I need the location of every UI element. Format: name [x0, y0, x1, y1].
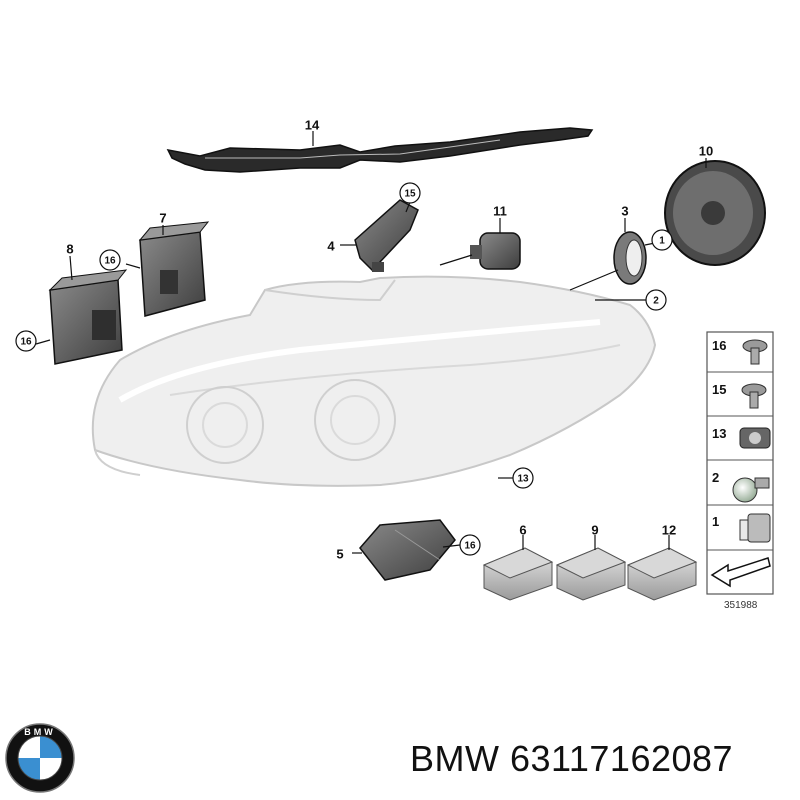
part-6-kit-box — [482, 535, 554, 601]
callout-6: 6 — [519, 523, 526, 538]
callout-16b-circle — [15, 330, 37, 352]
part-8-control-unit — [35, 255, 128, 365]
callout-10: 10 — [699, 144, 713, 159]
part-10-cover-cap — [664, 158, 766, 266]
callout-9: 9 — [591, 523, 598, 538]
callout-11: 11 — [493, 204, 507, 219]
part-12-kit-box — [626, 535, 698, 601]
callout-5: 5 — [336, 547, 343, 562]
socket-13-icon — [739, 427, 771, 449]
callout-1: 1 — [659, 236, 665, 247]
callout-16b: 16 — [20, 337, 32, 348]
headlight-housing — [91, 275, 657, 487]
callout-13: 13 — [517, 474, 529, 485]
reference-number: 351988 — [724, 600, 758, 611]
legend-panel: 16 15 13 2 1 — [706, 331, 774, 595]
part-5-led-module — [352, 519, 461, 581]
callout-4: 4 — [327, 239, 335, 254]
callout-15: 15 — [404, 189, 416, 200]
callout-13-circle — [512, 467, 534, 489]
part-number-caption: BMW 63117162087 — [410, 738, 734, 779]
part-11-adjuster-motor — [439, 218, 521, 270]
part-9-kit-box — [555, 535, 627, 601]
callout-8: 8 — [66, 242, 73, 257]
legend-label-16: 16 — [712, 338, 726, 353]
bulb-2-icon — [732, 477, 770, 503]
callout-1-circle — [651, 229, 673, 251]
legend-label-2: 2 — [712, 470, 719, 485]
arrow-icon — [710, 557, 771, 588]
callout-16c-circle — [459, 534, 481, 556]
part-7-control-unit — [125, 221, 210, 317]
legend-label-13: 13 — [712, 426, 726, 441]
callout-2-circle — [645, 289, 667, 311]
callout-16a-circle — [99, 249, 121, 271]
part-3-retaining-ring — [569, 218, 656, 291]
screw-15-icon — [741, 383, 767, 409]
part-14-cable-channel — [166, 127, 594, 173]
bmw-logo: BMW — [5, 723, 75, 793]
callout-7: 7 — [159, 211, 166, 226]
legend-label-1: 1 — [712, 514, 719, 529]
bulb-1-icon — [739, 513, 771, 543]
callout-14: 14 — [305, 118, 320, 133]
callout-12: 12 — [662, 523, 676, 538]
screw-16-icon — [742, 339, 768, 365]
callout-16c: 16 — [464, 541, 476, 552]
legend-label-15: 15 — [712, 382, 726, 397]
logo-letters: BMW — [24, 727, 56, 737]
callout-2: 2 — [653, 296, 659, 307]
callout-16a: 16 — [104, 256, 116, 267]
part-4-bracket — [340, 199, 419, 272]
callout-15-circle — [399, 182, 421, 204]
callout-3: 3 — [621, 204, 628, 219]
